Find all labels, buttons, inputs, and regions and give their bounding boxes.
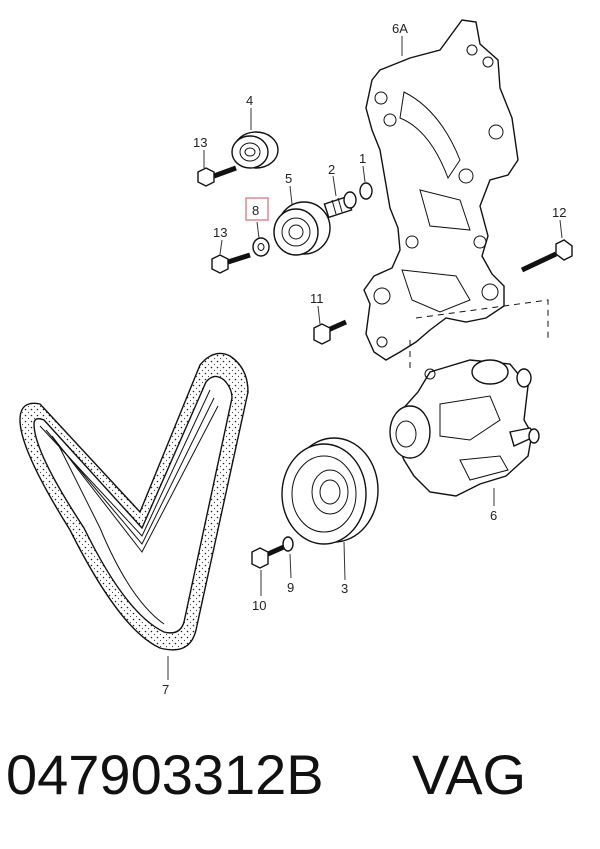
- bracket-6a: [363, 19, 519, 361]
- mount-line-upper: [415, 299, 549, 340]
- bolt-12: [520, 239, 573, 273]
- idler-pulley-4: [231, 131, 279, 169]
- bolt-13-lower: [211, 252, 251, 274]
- callout-11: 11: [310, 291, 324, 306]
- leader-9: [289, 553, 292, 579]
- callout-1: 1: [359, 151, 366, 166]
- callout-10: 10: [252, 598, 266, 613]
- washer-1: [359, 182, 373, 200]
- ribbed-belt-7: [19, 352, 249, 651]
- callout-7: 7: [162, 682, 169, 697]
- callout-3: 3: [341, 581, 348, 596]
- callout-8-highlight: [245, 197, 269, 221]
- leader-11: [317, 305, 321, 325]
- callout-6: 6: [490, 508, 497, 523]
- callout-13b: 13: [213, 225, 227, 240]
- callout-6a: 6A: [392, 21, 408, 36]
- washer-9: [282, 536, 294, 552]
- washer-8: [252, 237, 270, 257]
- bolt-11: [313, 319, 348, 345]
- exploded-parts-diagram: 6A 4 13 2 1 5 8 12 13 11 6 10 9 3 7: [19, 19, 573, 697]
- leader-2: [332, 175, 337, 197]
- callout-12: 12: [552, 205, 566, 220]
- callout-8: 8: [252, 203, 259, 218]
- tensioner-bolt-2: [323, 191, 357, 219]
- leader-5: [289, 185, 293, 205]
- bolt-13-upper: [197, 165, 237, 187]
- callout-2: 2: [328, 162, 335, 177]
- leader-3: [343, 541, 346, 581]
- bolt-10: [251, 543, 288, 569]
- callout-5: 5: [285, 171, 292, 186]
- leader-12: [559, 219, 563, 239]
- leader-1: [362, 165, 366, 183]
- brand-name: VAG: [412, 743, 527, 806]
- callout-13a: 13: [193, 135, 207, 150]
- callout-9: 9: [287, 580, 294, 595]
- part-number: 047903312B: [6, 743, 324, 806]
- washer-8-hole: [257, 243, 265, 251]
- tension-pulley-5: [273, 201, 331, 256]
- leader-13b: [219, 239, 223, 255]
- leader-8: [256, 221, 260, 239]
- pump-pulley-3: [281, 437, 379, 545]
- power-steering-pump-6: [389, 359, 540, 497]
- callout-4: 4: [246, 93, 253, 108]
